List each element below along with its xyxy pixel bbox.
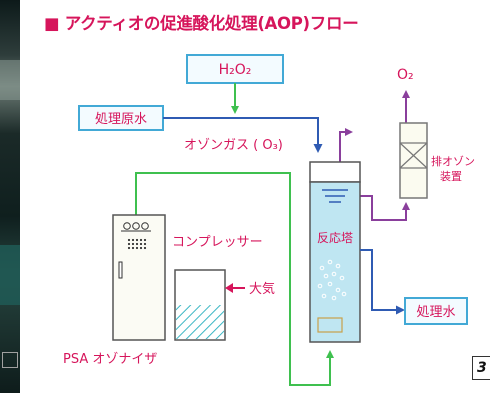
ozone-gas-label: オゾンガス ( O₃) (184, 138, 283, 153)
exhaust-ozone-label-1: 排オゾン (431, 154, 475, 168)
page-number: 3 (472, 356, 490, 380)
treated-water-label: 処理水 (416, 305, 455, 320)
raw-water-pipe (163, 117, 323, 153)
compressor-label: コンプレッサー (172, 235, 263, 250)
reaction-tower-label: 反応塔 (317, 231, 353, 245)
exhaust-ozone-device (399, 122, 428, 199)
raw-water-label: 処理原水 (95, 112, 147, 127)
h2o2-node: H₂O₂ (186, 54, 284, 84)
photo-marker (2, 352, 18, 368)
raw-water-node: 処理原水 (78, 105, 164, 131)
treated-water-pipe (360, 249, 405, 315)
psa-ozonizer-label: PSA オゾナイザ (63, 352, 157, 367)
atmosphere-arrowhead (225, 283, 233, 293)
treated-water-node: 処理水 (404, 297, 468, 325)
photo-highlight (0, 60, 20, 100)
o2-label: O₂ (397, 67, 414, 83)
atmosphere-label: 大気 (249, 281, 275, 297)
psa-ozonizer (112, 214, 166, 341)
reaction-tower: 反応塔 (309, 161, 361, 343)
tower-gas-out-pipe (360, 195, 410, 221)
diagram-title: ■ アクティオの促進酸化処理(AOP)フロー (44, 14, 359, 33)
photo-strip (0, 0, 20, 393)
photo-equipment (0, 245, 20, 305)
h2o2-label: H₂O₂ (219, 62, 252, 78)
ozone-gas-pipe (135, 172, 334, 386)
tower-gas-up-pipe (339, 128, 353, 162)
exhaust-ozone-label-2: 装置 (440, 170, 462, 183)
compressor-tank (174, 269, 226, 341)
